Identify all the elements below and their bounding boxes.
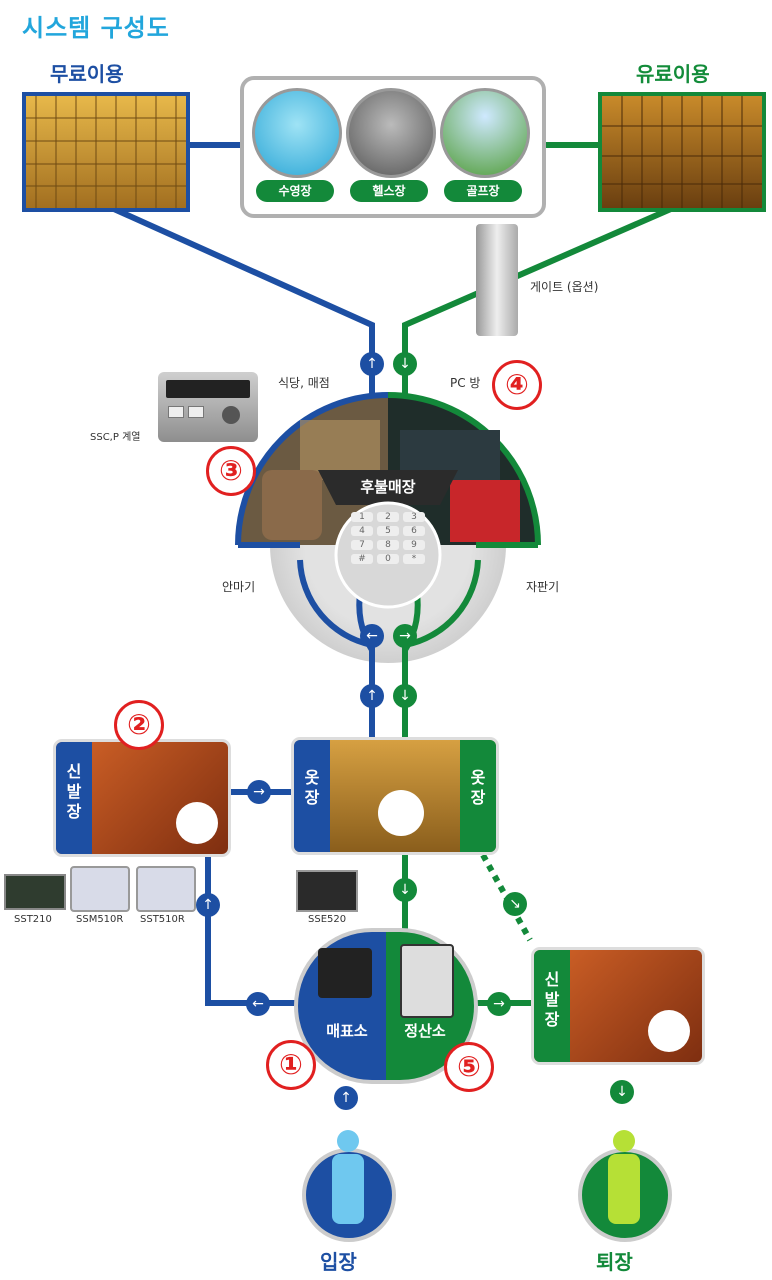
free-locker-image [22, 92, 190, 212]
exit-label: 퇴장 [596, 1250, 633, 1274]
postpay-label: 후불매장 [360, 478, 416, 496]
restaurant-label: 식당, 매점 [278, 376, 330, 390]
keypad-key: 4 [351, 526, 373, 536]
shoe-icon [176, 802, 218, 844]
shoe-locker-exit-label: 신 발 장 [544, 970, 560, 1029]
arrow-up-icon: ↑ [196, 893, 220, 917]
arrow-left-icon: ← [360, 624, 384, 648]
enter-person-icon [302, 1130, 396, 1242]
arrow-down-icon: ↓ [393, 352, 417, 376]
keypad-key: 5 [377, 526, 399, 536]
paid-use-label: 유료이용 [636, 62, 710, 86]
step-number-2: ② [114, 700, 164, 750]
shoe-locker-entry: 신 발 장 [56, 742, 228, 854]
device-label: SST210 [14, 914, 52, 925]
facility-pill-gym: 헬스장 [350, 180, 428, 202]
keypad-key: 0 [377, 554, 399, 564]
vending-label: 자판기 [526, 580, 560, 594]
swimming-pool-image [252, 88, 342, 178]
arrow-down-right-icon: ↘ [503, 892, 527, 916]
arrow-down-icon: ↓ [610, 1080, 634, 1104]
ticket-office-label: 매표소 [326, 1022, 368, 1040]
keypad-key: * [403, 554, 425, 564]
arrow-down-icon: ↓ [393, 684, 417, 708]
arrow-left-icon: ← [246, 992, 270, 1016]
sst510r-image [136, 866, 196, 912]
vending-machine-image [450, 480, 520, 542]
step-number-4: ④ [492, 360, 542, 410]
clothes-locker-label-right: 옷 장 [470, 768, 486, 807]
keypad-key: 7 [351, 540, 373, 550]
massage-label: 안마기 [222, 580, 256, 594]
sse520-label: SSE520 [308, 914, 347, 925]
arrow-down-icon: ↓ [393, 878, 417, 902]
keypad-key: 2 [377, 512, 399, 522]
facility-pill-swim: 수영장 [256, 180, 334, 202]
keypad-key: 8 [377, 540, 399, 550]
arrow-right-icon: → [487, 992, 511, 1016]
step-number-1: ① [266, 1040, 316, 1090]
keypad-image: 1 2 3 4 5 6 7 8 9 # 0 * [346, 512, 430, 564]
enter-label: 입장 [320, 1250, 357, 1274]
shoe-locker-exit: 신 발 장 [534, 950, 702, 1062]
gym-image [346, 88, 436, 178]
arrow-right-icon: → [393, 624, 417, 648]
kiosk-image [400, 944, 454, 1018]
gate-image [476, 224, 518, 336]
free-use-label: 무료이용 [50, 62, 124, 86]
massage-chair-image [262, 470, 322, 540]
device-label: SSM510R [76, 914, 124, 925]
pc-label: PC 방 [450, 376, 481, 390]
arrow-right-icon: → [247, 780, 271, 804]
keypad-key: 6 [403, 526, 425, 536]
settle-office-label: 정산소 [404, 1022, 446, 1040]
step-number-3: ③ [206, 446, 256, 496]
facility-pill-golf: 골프장 [444, 180, 522, 202]
keypad-key: # [351, 554, 373, 564]
arrow-up-icon: ↑ [334, 1086, 358, 1110]
ssc-label: SSC,P 계열 [90, 432, 141, 443]
paid-locker-image [598, 92, 766, 212]
clothes-locker-label-left: 옷 장 [304, 768, 320, 807]
arrow-up-icon: ↑ [360, 684, 384, 708]
ssc-device-image [158, 372, 258, 442]
page-title: 시스템 구성도 [22, 14, 170, 42]
kiosk-image [318, 948, 372, 998]
golf-image [440, 88, 530, 178]
gate-label: 게이트 (옵션) [530, 280, 599, 294]
keypad-key: 9 [403, 540, 425, 550]
keypad-key: 1 [351, 512, 373, 522]
device-label: SST510R [140, 914, 185, 925]
sse520-image [296, 870, 358, 912]
arrow-up-icon: ↑ [360, 352, 384, 376]
ssm510r-image [70, 866, 130, 912]
clothes-locker: 옷 장 옷 장 [294, 740, 496, 852]
suit-icon [378, 790, 424, 836]
shoe-icon [648, 1010, 690, 1052]
exit-person-icon [578, 1130, 672, 1242]
keypad-key: 3 [403, 512, 425, 522]
shoe-locker-label: 신 발 장 [66, 762, 82, 821]
sst210-image [4, 874, 66, 910]
step-number-5: ⑤ [444, 1042, 494, 1092]
